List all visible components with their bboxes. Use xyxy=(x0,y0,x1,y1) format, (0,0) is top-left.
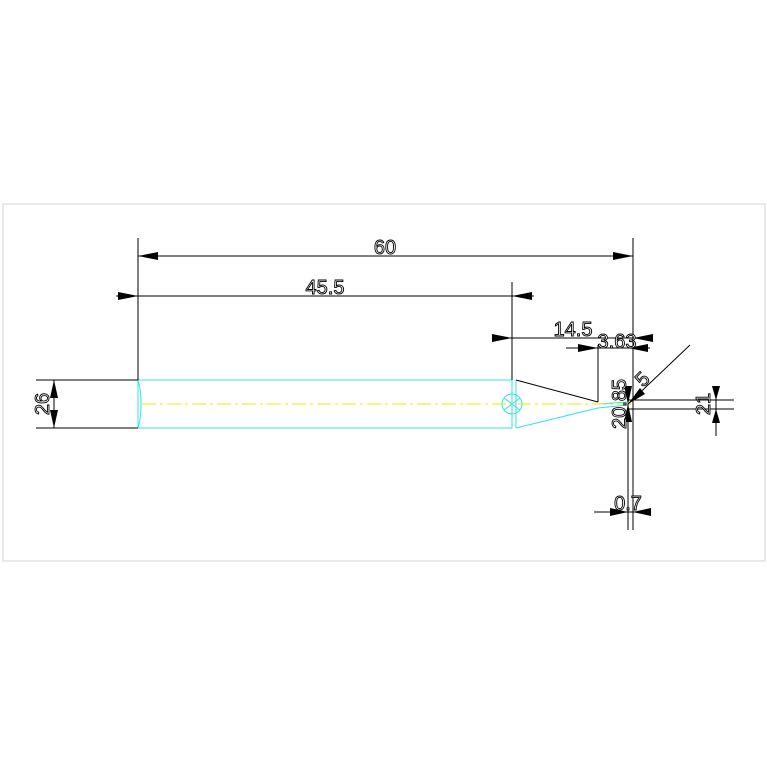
dim-tip-angle: 20.85 xyxy=(609,379,632,429)
taper-lower-edge xyxy=(515,407,599,429)
dim-label-45-5: 45.5 xyxy=(306,277,345,299)
dim-tip-length: 3.63 xyxy=(566,331,650,353)
dim-label-0-7: 0.7 xyxy=(614,493,642,515)
dim-overall-length: 60 xyxy=(138,237,633,260)
dim-label-26: 26 xyxy=(32,393,54,415)
taper-upper-edge xyxy=(515,379,599,403)
drawing-frame xyxy=(2,203,766,562)
dim-label-3-63: 3.63 xyxy=(598,331,637,353)
dim-label-60: 60 xyxy=(374,237,396,259)
dim-body-length: 45.5 xyxy=(116,277,534,300)
dim-label-21: 21 xyxy=(693,393,715,415)
dim-tip-height: 21 xyxy=(693,386,720,436)
dim-diameter: 26 xyxy=(32,380,58,428)
tip-lower-edge xyxy=(597,404,629,409)
dim-tip-width: 0.7 xyxy=(594,493,651,516)
dim-label-20-85: 20.85 xyxy=(609,379,631,429)
dim-label-14-5: 14.5 xyxy=(554,319,593,341)
shaft-left-end xyxy=(137,379,142,429)
dim-taper-length: 14.5 xyxy=(492,319,653,342)
